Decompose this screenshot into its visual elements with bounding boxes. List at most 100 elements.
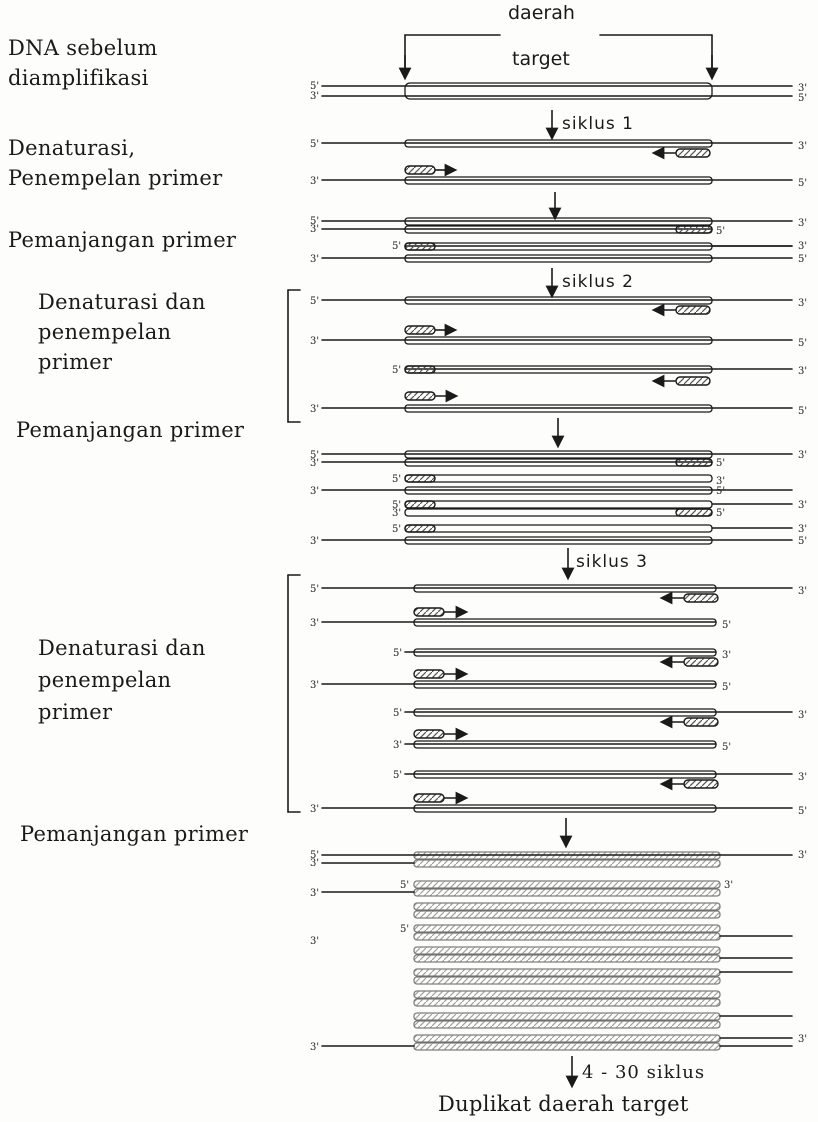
product-strand — [413, 1020, 721, 1029]
target-region-box — [413, 804, 717, 813]
three-prime-label: 3' — [310, 486, 319, 497]
three-prime-label: 3' — [310, 404, 319, 415]
target-region-box — [413, 770, 717, 779]
five-prime-label: 5' — [392, 474, 401, 485]
product-strand — [413, 880, 721, 889]
target-region-box — [404, 536, 713, 545]
five-prime-label: 5' — [798, 178, 807, 189]
five-prime-label: 5' — [722, 742, 731, 753]
five-prime-label: 5' — [310, 216, 319, 227]
target-region-box — [413, 648, 717, 657]
five-prime-label: 5' — [716, 458, 725, 469]
label-denat2-1: Denaturasi dan — [38, 290, 206, 314]
primer-forward — [413, 793, 445, 803]
product-strand — [404, 500, 713, 509]
three-prime-label: 3' — [310, 804, 319, 815]
three-prime-label: 3' — [310, 224, 319, 235]
target-region-box — [404, 486, 713, 495]
three-prime-label: 3' — [798, 772, 807, 783]
five-prime-label: 5' — [392, 524, 401, 535]
primer-segment — [404, 500, 436, 509]
three-prime-label: 3' — [310, 336, 319, 347]
target-region-box — [413, 740, 717, 749]
label-dna-before-1: DNA sebelum — [8, 36, 158, 60]
target-label-1: daerah — [508, 2, 575, 24]
product-strand — [413, 968, 721, 977]
five-prime-label: 5' — [310, 81, 319, 92]
three-prime-label: 3' — [310, 858, 319, 869]
primer-reverse — [675, 305, 711, 315]
product-strand — [413, 932, 721, 941]
five-prime-label: 5' — [716, 486, 725, 497]
product-strand — [413, 902, 721, 911]
label-denat3-3: primer — [38, 700, 113, 724]
five-prime-label: 5' — [392, 500, 401, 511]
five-prime-label: 5' — [392, 241, 401, 252]
three-prime-label: 3' — [716, 476, 725, 487]
cycle-label-3: siklus 3 — [576, 552, 648, 572]
primer-forward — [404, 391, 436, 401]
label-denat3-1: Denaturasi dan — [38, 636, 206, 660]
five-prime-label: 5' — [722, 682, 731, 693]
five-prime-label: 5' — [798, 254, 807, 265]
three-prime-label: 3' — [722, 650, 731, 661]
three-prime-label: 3' — [310, 536, 319, 547]
target-region-box — [404, 176, 713, 185]
three-prime-label: 3' — [798, 141, 807, 152]
five-prime-label: 5' — [310, 850, 319, 861]
three-prime-label: 3' — [393, 740, 402, 751]
target-region-box — [404, 139, 713, 148]
primer-reverse — [683, 593, 719, 603]
target-region-box — [404, 404, 713, 413]
three-prime-label: 3' — [798, 500, 807, 511]
five-prime-label: 5' — [310, 584, 319, 595]
primer-reverse — [683, 717, 719, 727]
primer-reverse — [675, 148, 711, 158]
primer-segment — [404, 242, 436, 251]
target-region-box — [413, 680, 717, 689]
label-denat2-3: primer — [38, 350, 113, 374]
product-strand — [413, 1012, 721, 1021]
product-strand — [413, 910, 721, 919]
primer-reverse — [683, 779, 719, 789]
three-prime-label: 3' — [310, 1042, 319, 1053]
label-denat1-1: Denaturasi, — [8, 136, 136, 160]
three-prime-label: 3' — [310, 936, 319, 947]
five-prime-label: 5' — [716, 226, 725, 237]
three-prime-label: 3' — [724, 880, 733, 891]
primer-segment — [404, 365, 436, 374]
five-prime-label: 5' — [400, 924, 409, 935]
three-prime-label: 3' — [310, 254, 319, 265]
three-prime-label: 3' — [798, 586, 807, 597]
three-prime-label: 3' — [798, 1034, 807, 1045]
product-strand — [413, 1034, 721, 1043]
product-strand — [404, 524, 713, 533]
product-strand — [413, 924, 721, 933]
five-prime-label: 5' — [393, 708, 402, 719]
three-prime-label: 3' — [798, 241, 807, 252]
target-region-box — [404, 450, 713, 459]
three-prime-label: 3' — [310, 618, 319, 629]
target-region-box — [404, 336, 713, 345]
five-prime-label: 5' — [310, 139, 319, 150]
target-region-box — [413, 708, 717, 717]
five-prime-label: 5' — [798, 338, 807, 349]
five-prime-label: 5' — [798, 536, 807, 547]
product-strand — [413, 946, 721, 955]
result-label: Duplikat daerah target — [438, 1092, 689, 1116]
primer-forward — [404, 325, 436, 335]
five-prime-label: 5' — [392, 365, 401, 376]
primer-forward — [413, 607, 445, 617]
product-strand — [413, 998, 721, 1007]
cycle-label-4: 4 - 30 siklus — [582, 1062, 706, 1083]
label-denat3-2: penempelan — [38, 668, 172, 692]
product-strand — [413, 990, 721, 999]
five-prime-label: 5' — [798, 406, 807, 417]
target-region-box — [404, 296, 713, 305]
product-strand — [413, 1042, 721, 1051]
primer-reverse — [675, 376, 711, 386]
three-prime-label: 3' — [310, 176, 319, 187]
target-region-box — [404, 82, 713, 100]
